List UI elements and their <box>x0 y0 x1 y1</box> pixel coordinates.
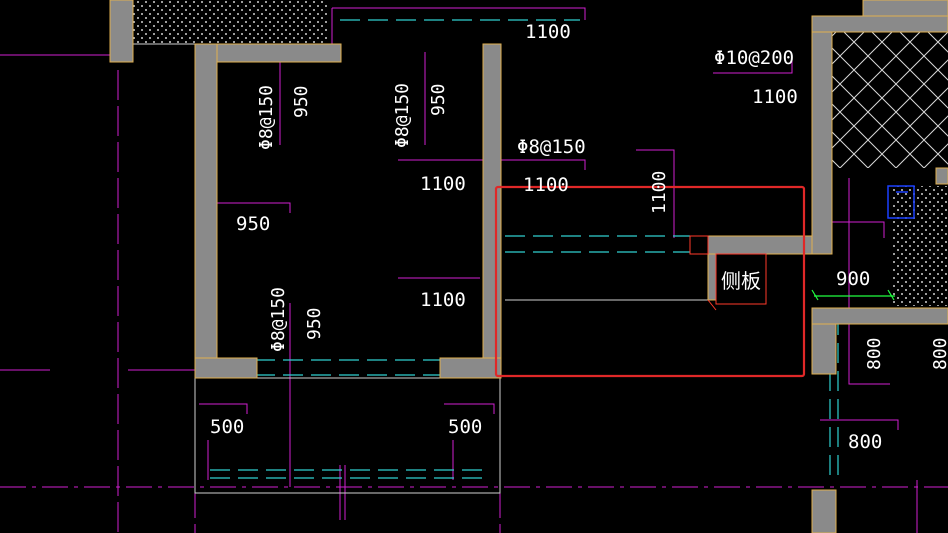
dot-hatch-right <box>893 186 948 306</box>
hatch-areas <box>133 0 948 306</box>
label-mid-rebar: Φ8@150 <box>392 83 413 148</box>
label-mid-rebar-value: 950 <box>428 83 449 116</box>
wall-right-bottom <box>811 489 837 533</box>
dimension-lines <box>199 7 948 533</box>
label-right-800-vertical: 800 <box>864 337 885 370</box>
wall-bottom-right <box>439 357 502 379</box>
wall-right-column-upper <box>811 15 833 255</box>
cross-hatch-right <box>832 32 948 168</box>
wall-right <box>482 43 502 379</box>
label-left-rebar: Φ8@150 <box>256 85 277 150</box>
rebar-lines <box>210 19 839 480</box>
extension-line <box>811 289 895 301</box>
label-phi10-value: 1100 <box>752 86 798 108</box>
marker-square <box>887 185 915 219</box>
label-top-1100: 1100 <box>525 21 571 43</box>
label-bottom-800: 800 <box>848 431 882 453</box>
label-right-500: 500 <box>448 416 482 438</box>
labels: 1100 Φ10@200 1100 Φ8@150 950 Φ8@150 950 … <box>210 21 948 453</box>
wall-right-edge <box>935 167 948 185</box>
label-right-rebar: Φ8@150 <box>517 136 586 158</box>
label-mid-1100-a: 1100 <box>420 173 466 195</box>
label-vertical-1100: 1100 <box>649 171 670 214</box>
wall-right-band-lower <box>811 307 948 325</box>
label-left-500: 500 <box>210 416 244 438</box>
label-lower-rebar-value: 950 <box>304 307 325 340</box>
axis-lines <box>0 54 948 533</box>
wall-top-left-stub <box>109 0 134 63</box>
wall-bottom-left <box>194 357 258 379</box>
wall-right-top-band <box>811 15 948 33</box>
label-mid-1100-b: 1100 <box>420 289 466 311</box>
highlight-box <box>494 185 806 378</box>
label-lower-rebar: Φ8@150 <box>268 287 289 352</box>
label-right-900: 900 <box>836 268 870 290</box>
annotation-marks <box>689 235 767 311</box>
wall-side-arm <box>707 235 813 255</box>
label-left-950: 950 <box>236 213 270 235</box>
label-edge-800-vertical: 800 <box>930 337 948 370</box>
wall-side-arm-tip <box>707 253 717 301</box>
wall-top-right-corner <box>862 0 948 17</box>
walls <box>109 0 948 533</box>
label-right-rebar-value: 1100 <box>523 174 569 196</box>
dot-hatch-top <box>133 0 329 44</box>
label-phi10-rebar: Φ10@200 <box>714 47 794 69</box>
label-left-rebar-value: 950 <box>291 85 312 118</box>
label-side-plate: 侧板 <box>721 269 761 293</box>
wall-left <box>194 43 218 379</box>
